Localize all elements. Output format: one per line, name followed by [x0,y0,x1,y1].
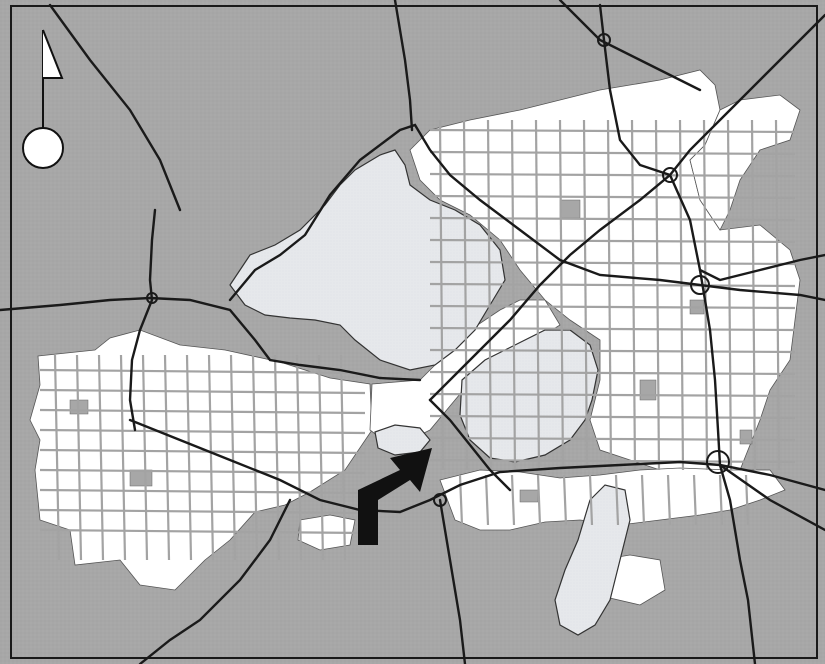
street-line [678,119,685,471]
street-line [39,488,366,495]
street-line [429,370,796,376]
street-line [429,282,796,288]
street-line [486,119,493,471]
interchange-marker [662,167,678,183]
highway-west-north [128,208,157,432]
street-line [429,194,796,200]
street-line [429,348,796,354]
interchange-marker [433,493,447,507]
highway-east-top [558,0,702,92]
street-line [251,354,259,561]
street-line [462,119,469,471]
street-line [141,354,149,561]
street-line [39,368,366,375]
highway-south-west [138,498,292,664]
interchange-marker [690,275,710,295]
highway-ramp-east [698,253,825,282]
interchange-marker [597,33,611,47]
street-line [654,119,661,471]
street-line [640,474,646,526]
street-line [702,119,709,471]
location-arrow-marker [358,448,432,545]
street-line [185,354,193,561]
street-line [614,474,620,526]
street-line [750,119,757,471]
street-line [510,474,516,526]
street-line [429,238,796,244]
highway-ne-diagonal [428,13,825,402]
street-line [97,354,105,561]
street-line [429,392,796,398]
street-line [317,354,325,561]
street-line [534,119,541,471]
interchanges [146,33,730,507]
street-line [606,119,613,471]
street-line [295,354,303,561]
street-line [692,474,698,526]
north-arrow-icon [22,29,64,169]
highway-west-beltline [128,418,825,514]
street-line [666,474,672,526]
highway-nw [48,3,182,212]
street-line [558,119,565,471]
highway-north-lake [228,123,825,302]
street-line [429,128,796,134]
street-line [39,528,366,535]
street-line [630,119,637,471]
street-line [39,428,366,435]
street-line [207,354,215,561]
street-line [39,388,366,395]
street-line [119,354,127,561]
street-line [39,508,366,515]
street-line [39,468,366,475]
street-line [429,260,796,266]
highway-se [718,463,825,532]
street-line [429,150,796,156]
highway-north-center [393,0,414,132]
street-line [562,474,568,526]
street-line [163,354,171,561]
street-line [429,436,796,442]
highway-interstate-ns [598,3,757,664]
street-line [536,474,542,526]
urban-area-east [689,94,801,231]
lake-small-isthmus [374,424,431,456]
lake-north [229,149,506,371]
street-line [39,448,366,455]
street-line [229,354,237,561]
street-line [774,119,781,471]
street-line [726,119,733,471]
street-line [39,408,366,415]
street-line [429,304,796,310]
interchange-marker [706,450,730,474]
street-network [39,119,796,561]
street-line [429,172,796,178]
street-line [718,474,724,526]
street-line [429,458,796,464]
highway-belt-south [0,296,422,382]
map-frame [10,5,818,659]
street-line [458,474,464,526]
street-line [339,354,347,561]
highway-east-west [428,398,512,492]
street-line [429,326,796,332]
street-line [588,474,594,526]
street-line [582,119,589,471]
interchange-marker [146,292,158,304]
street-line [429,216,796,222]
lake-south [554,484,631,636]
street-line [429,414,796,420]
highway-south [438,498,467,664]
street-line [75,354,83,561]
street-line [484,474,490,526]
street-line [510,119,517,471]
